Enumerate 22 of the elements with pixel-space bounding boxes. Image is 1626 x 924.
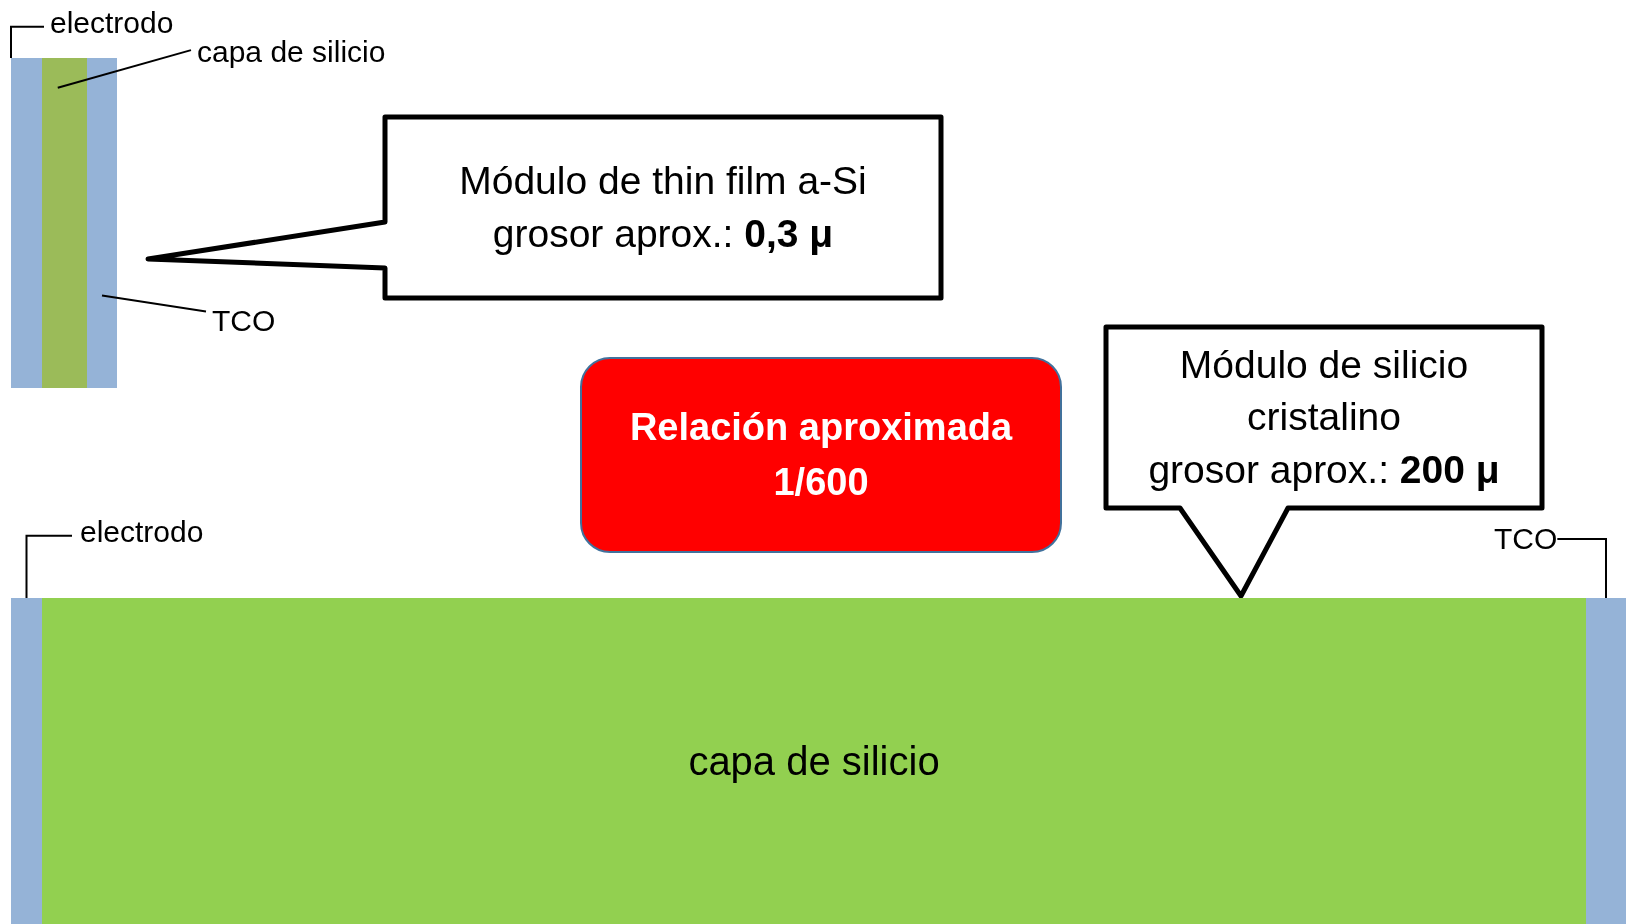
layer-label: TCO (1494, 520, 1558, 558)
callout-title: Módulo de thin film a-Si (459, 157, 867, 204)
silicon-layer (42, 58, 87, 388)
layer-label: capa de silicio (197, 33, 386, 71)
electrode-layer (11, 598, 42, 924)
electrode-layer (11, 58, 42, 388)
layer-label: electrodo (80, 513, 204, 551)
ratio-box (580, 357, 1062, 553)
leader-line (25, 534, 73, 599)
leader-line (56, 49, 192, 89)
leader-line (1556, 538, 1607, 599)
tco-layer (1586, 598, 1626, 924)
thickness-text: grosor aprox.: 200 μ (1148, 446, 1500, 493)
ratio-text: Relación aproximada 1/600 (628, 404, 1014, 505)
silicon-layer (42, 598, 1586, 924)
leader-line (10, 25, 45, 59)
tco-layer (87, 58, 117, 388)
layer-label: TCO (212, 302, 276, 340)
layer-label: electrodo (50, 4, 174, 42)
thickness-text: grosor aprox.: 0,3 μ (492, 210, 834, 257)
layer-label: capa de silicio (688, 738, 940, 785)
leader-line (101, 294, 207, 313)
